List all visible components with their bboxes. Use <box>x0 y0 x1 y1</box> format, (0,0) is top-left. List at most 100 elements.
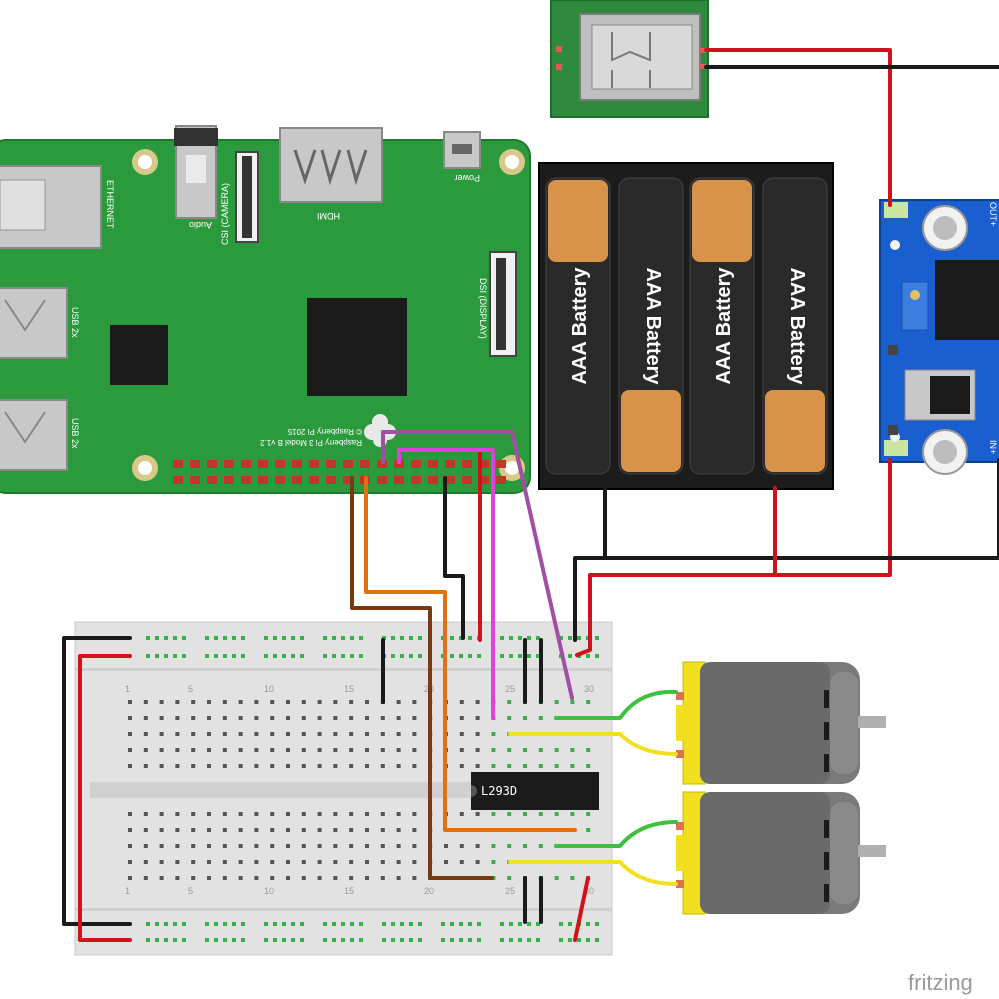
breadboard-hole <box>317 764 322 768</box>
breadboard-hole <box>570 700 575 704</box>
breadboard-hole <box>332 938 336 942</box>
breadboard-hole <box>214 654 218 658</box>
chip-label: L293D <box>481 784 517 798</box>
breadboard-hole <box>159 764 164 768</box>
breadboard-hole <box>536 938 540 942</box>
breadboard-hole <box>207 876 211 880</box>
wire-red-buck-in <box>575 458 892 657</box>
breadboard-hole <box>586 938 590 942</box>
bb-bot-num-20: 20 <box>424 886 434 896</box>
bb-bot-num-5: 5 <box>188 886 193 896</box>
breadboard-hole <box>475 716 480 720</box>
gpio-pin <box>224 476 234 484</box>
breadboard-hole <box>412 700 417 704</box>
breadboard-hole <box>570 812 575 816</box>
breadboard-hole <box>282 922 286 926</box>
breadboard-hole <box>205 636 209 640</box>
breadboard-hole <box>238 876 243 880</box>
breadboard-hole <box>286 700 290 704</box>
breadboard-hole <box>232 636 236 640</box>
breadboard-hole <box>333 812 338 816</box>
breadboard-hole <box>323 636 327 640</box>
breadboard-hole <box>222 732 227 736</box>
breadboard-hole <box>241 654 245 658</box>
breadboard-hole <box>509 654 513 658</box>
breadboard-hole <box>559 922 563 926</box>
breadboard-hole <box>380 860 385 864</box>
breadboard-hole <box>380 844 385 848</box>
breadboard-hole <box>175 700 180 704</box>
breadboard-hole <box>254 732 259 736</box>
breadboard-hole <box>238 748 243 752</box>
breadboard-hole <box>450 922 454 926</box>
breadboard-hole <box>500 636 504 640</box>
breadboard-hole <box>164 922 168 926</box>
breadboard-hole <box>349 732 354 736</box>
breadboard-hole <box>143 844 148 848</box>
hdmi-label: HDMI <box>317 211 340 221</box>
breadboard-hole <box>350 636 354 640</box>
csi-label: CSI (CAMERA) <box>220 183 230 245</box>
breadboard-hole <box>301 844 306 848</box>
breadboard-hole <box>468 654 472 658</box>
breadboard-hole <box>222 748 227 752</box>
breadboard-hole <box>175 828 180 832</box>
wire-yellow-motor-bottom <box>508 860 678 886</box>
breadboard-hole <box>146 636 150 640</box>
breadboard-hole <box>175 732 180 736</box>
wire-green-motor-top <box>554 689 678 720</box>
copyright-label: © Raspberry Pi 2015 <box>287 427 362 436</box>
breadboard-hole <box>301 828 306 832</box>
gpio-pin <box>462 460 472 468</box>
gpio-pin <box>479 476 489 484</box>
breadboard-hole <box>409 922 413 926</box>
gpio-pin <box>292 476 302 484</box>
breadboard-hole <box>341 654 345 658</box>
breadboard-hole <box>349 876 354 880</box>
breadboard-hole <box>264 938 268 942</box>
breadboard-hole <box>282 654 286 658</box>
breadboard-hole <box>146 938 150 942</box>
breadboard-hole <box>518 938 522 942</box>
breadboard-hole <box>301 748 306 752</box>
breadboard-hole <box>317 828 322 832</box>
breadboard-hole <box>468 938 472 942</box>
breadboard-hole <box>350 938 354 942</box>
breadboard-hole <box>518 654 522 658</box>
breadboard-hole <box>570 748 575 752</box>
breadboard-hole <box>238 812 243 816</box>
breadboard-hole <box>418 654 422 658</box>
breadboard-hole <box>365 876 369 880</box>
breadboard-hole <box>475 844 480 848</box>
breadboard-hole <box>207 860 211 864</box>
breadboard-hole <box>155 938 159 942</box>
breadboard-hole <box>273 636 277 640</box>
breadboard-hole <box>332 654 336 658</box>
gpio-pin <box>411 460 421 468</box>
breadboard-hole <box>475 732 480 736</box>
gpio-pin <box>496 476 506 484</box>
breadboard-hole <box>349 716 354 720</box>
breadboard-hole <box>222 716 227 720</box>
breadboard-hole <box>300 654 304 658</box>
breadboard-hole <box>264 636 268 640</box>
breadboard-hole <box>286 748 290 752</box>
breadboard-hole <box>418 636 422 640</box>
breadboard-hole <box>143 732 148 736</box>
breadboard-hole <box>143 716 148 720</box>
breadboard-hole <box>164 938 168 942</box>
breadboard-hole <box>527 654 531 658</box>
breadboard-hole <box>554 876 559 880</box>
breadboard-hole <box>191 876 196 880</box>
breadboard-hole <box>173 938 177 942</box>
breadboard-hole <box>365 716 369 720</box>
breadboard-hole <box>207 764 211 768</box>
breadboard-hole <box>175 748 180 752</box>
bb-top-num-5: 5 <box>188 684 193 694</box>
breadboard-hole <box>286 732 290 736</box>
breadboard-hole <box>577 636 581 640</box>
wire-black-gpio <box>443 476 465 640</box>
breadboard-hole <box>409 636 413 640</box>
breadboard-hole <box>214 922 218 926</box>
breadboard-hole <box>459 700 464 704</box>
